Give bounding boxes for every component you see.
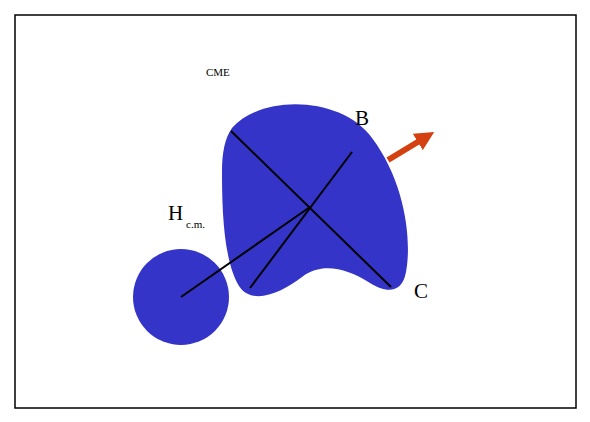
region-label: CME (206, 67, 230, 78)
axis-label: B (355, 108, 369, 129)
frame (15, 15, 576, 408)
subscript-label: c.m. (186, 219, 205, 230)
motion-arrow (388, 137, 426, 160)
axis-label: C (414, 281, 428, 302)
distance-line (181, 207, 310, 297)
cme-blob (222, 104, 408, 296)
axis-b (250, 152, 352, 288)
axis-c (231, 131, 391, 287)
symbol-label: H (168, 203, 183, 224)
